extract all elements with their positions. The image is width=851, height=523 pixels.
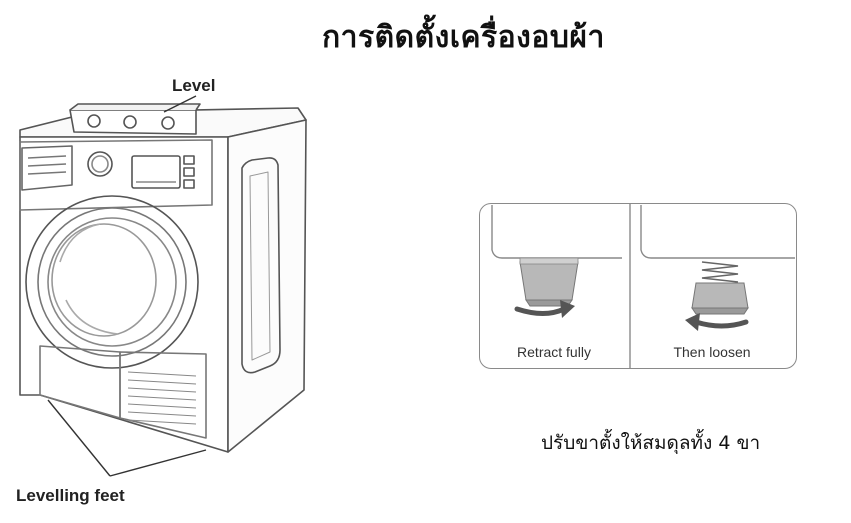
level-label: Level xyxy=(172,76,216,95)
panel-caption-loosen: Then loosen xyxy=(673,344,751,360)
feet-panels-frame xyxy=(479,203,797,369)
foot-loosen-icon xyxy=(691,261,749,315)
retract-arrow-icon xyxy=(514,300,575,318)
panel-caption-retract: Retract fully xyxy=(517,344,591,360)
page-title: การติดตั้งเครื่องอบผ้า xyxy=(322,20,605,55)
levelling-feet-label: Levelling feet xyxy=(16,486,125,505)
instruction-text: ปรับขาตั้งให้สมดุลทั้ง 4 ขา xyxy=(541,432,761,454)
loosen-arrow-icon xyxy=(685,313,749,331)
foot-retract-icon xyxy=(519,257,579,307)
